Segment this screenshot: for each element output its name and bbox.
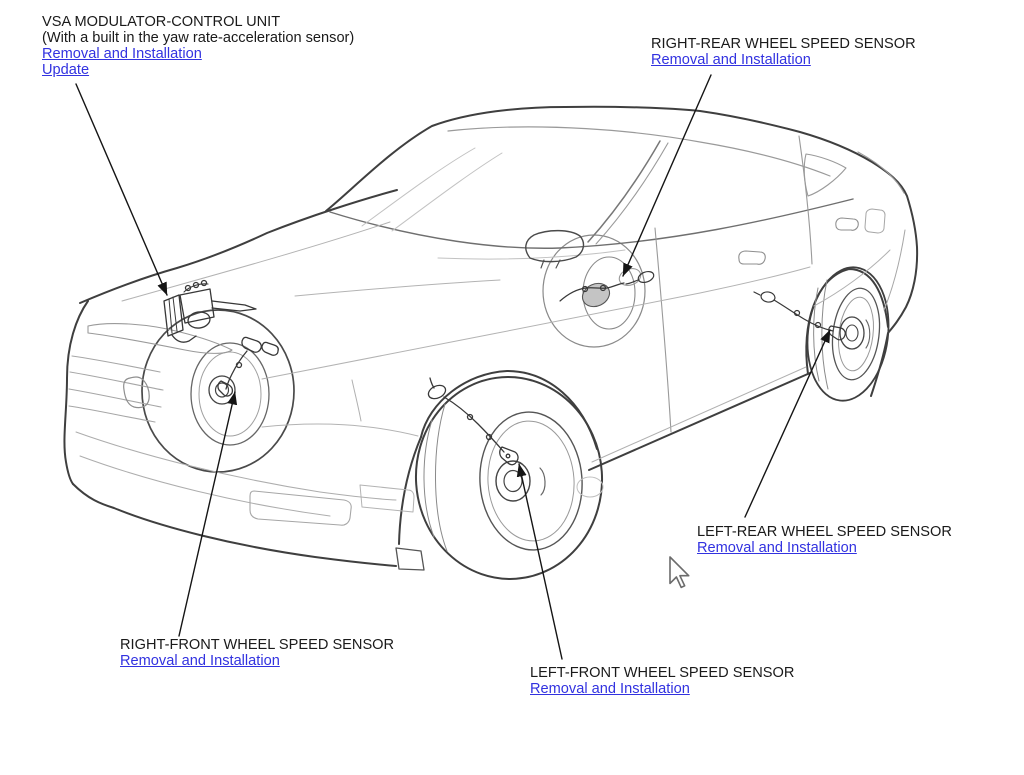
callout-title: LEFT-FRONT WHEEL SPEED SENSOR <box>530 665 795 681</box>
link-vsa-update[interactable]: Update <box>42 62 90 78</box>
leader-line-vsa <box>75 83 168 296</box>
front-mud-flap <box>395 547 425 571</box>
leader-line-left-rear <box>744 329 831 518</box>
right-rear-sensor-graphic <box>559 270 655 302</box>
callout-left-front-sensor: LEFT-FRONT WHEEL SPEED SENSOR Removal an… <box>530 665 794 697</box>
callout-title: LEFT-REAR WHEEL SPEED SENSOR <box>697 524 952 540</box>
callout-vsa-modulator: VSA MODULATOR-CONTROL UNIT (With a built… <box>42 14 354 78</box>
callout-right-rear-sensor: RIGHT-REAR WHEEL SPEED SENSOR Removal an… <box>651 36 916 68</box>
link-left-front-removal-installation[interactable]: Removal and Installation <box>530 681 690 697</box>
callout-subtitle: (With a built in the yaw rate-accelerati… <box>42 30 355 46</box>
callout-title: RIGHT-REAR WHEEL SPEED SENSOR <box>651 36 916 52</box>
link-left-rear-removal-installation[interactable]: Removal and Installation <box>697 540 857 556</box>
car-detail-lines <box>121 126 906 463</box>
left-rear-wheel <box>806 266 890 402</box>
front-fascia <box>68 323 415 526</box>
leader-line-left-front <box>516 463 563 660</box>
brand-emblem <box>123 376 150 409</box>
leader-line-right-rear <box>622 74 712 277</box>
right-rear-wheel <box>542 234 646 348</box>
mouse-cursor <box>669 556 690 589</box>
left-rear-sensor-graphic <box>753 291 846 341</box>
right-front-wheel <box>141 309 295 473</box>
callout-title: VSA MODULATOR-CONTROL UNIT <box>42 14 281 30</box>
callout-left-rear-sensor: LEFT-REAR WHEEL SPEED SENSOR Removal and… <box>697 524 952 556</box>
link-vsa-removal-installation[interactable]: Removal and Installation <box>42 46 202 62</box>
left-front-sensor-graphic <box>427 377 519 466</box>
fuel-door <box>864 208 886 234</box>
car-body-outline <box>63 105 919 567</box>
link-right-front-removal-installation[interactable]: Removal and Installation <box>120 653 280 669</box>
callout-right-front-sensor: RIGHT-FRONT WHEEL SPEED SENSOR Removal a… <box>120 637 394 669</box>
leader-line-right-front <box>178 391 238 637</box>
door-handles <box>738 217 859 265</box>
link-right-rear-removal-installation[interactable]: Removal and Installation <box>651 52 811 68</box>
leader-lines <box>75 74 831 660</box>
callout-title: RIGHT-FRONT WHEEL SPEED SENSOR <box>120 637 395 653</box>
side-mirror <box>525 229 585 269</box>
vsa-modulator-graphic <box>163 279 257 343</box>
left-front-wheel <box>414 376 604 580</box>
